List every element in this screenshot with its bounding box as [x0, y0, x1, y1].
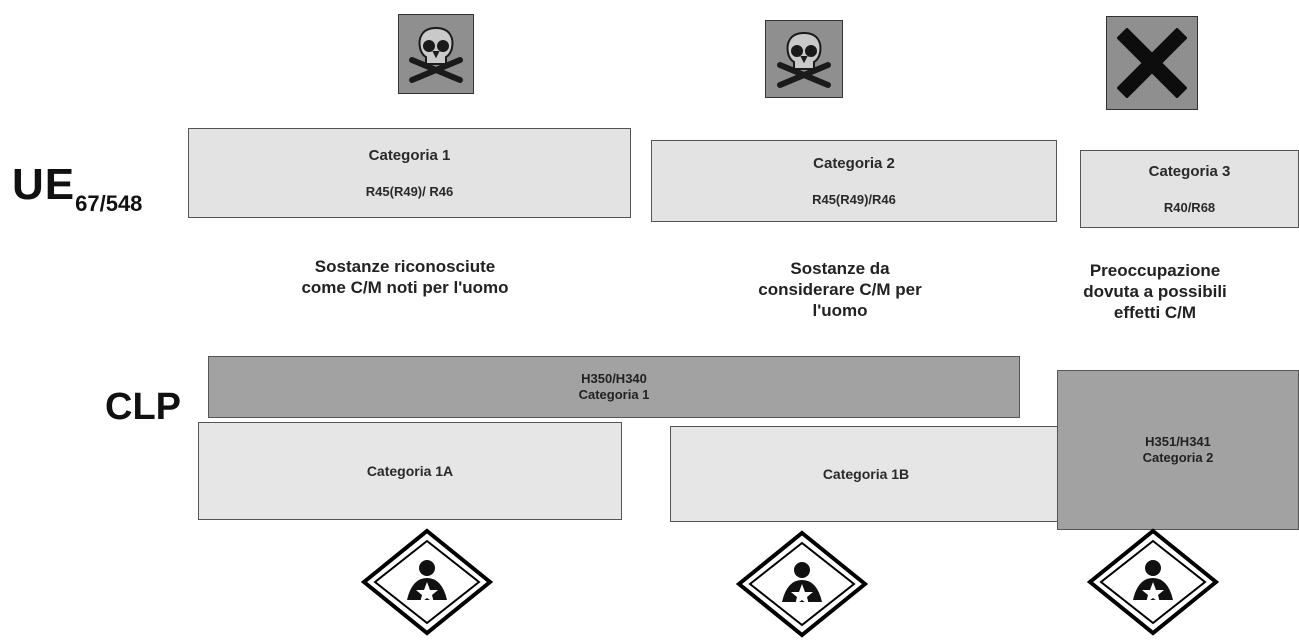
- clp-category-1-codes: H350/H340: [581, 371, 647, 386]
- ue-category-1-title: Categoria 1: [368, 147, 451, 164]
- health-hazard-icon: [735, 530, 869, 638]
- ue-category-2-title: Categoria 2: [813, 155, 895, 172]
- skull-crossbones-icon: [398, 14, 474, 94]
- ue-category-3-title: Categoria 3: [1148, 163, 1231, 180]
- ue-category-2-codes: R45(R49)/R46: [812, 192, 896, 207]
- x-cross-icon: [1106, 16, 1198, 110]
- ue-label-sub: 67/548: [75, 191, 143, 216]
- clp-category-1b-box: Categoria 1B: [670, 426, 1062, 522]
- clp-category-2-codes: H351/H341: [1145, 434, 1211, 449]
- clp-category-1b-label: Categoria 1B: [822, 466, 910, 482]
- health-hazard-icon: [360, 528, 494, 636]
- clp-category-1-bar: H350/H340 Categoria 1: [208, 356, 1020, 418]
- ue-category-3-box: Categoria 3 R40/R68: [1080, 150, 1299, 228]
- ue-row-label: UE67/548: [12, 160, 142, 216]
- skull-crossbones-icon: [765, 20, 843, 98]
- clp-category-1a-box: Categoria 1A: [198, 422, 622, 520]
- clp-category-2-box: H351/H341 Categoria 2: [1057, 370, 1299, 530]
- ue-category-2-box: Categoria 2 R45(R49)/R46: [651, 140, 1057, 222]
- clp-category-1-title: Categoria 1: [578, 387, 650, 402]
- ue-category-2-description: Sostanze da considerare C/M per l'uomo: [758, 259, 922, 320]
- ue-category-1-description: Sostanze riconosciute come C/M noti per …: [301, 257, 509, 297]
- ue-category-1-codes: R45(R49)/ R46: [365, 184, 454, 199]
- clp-row-label: CLP: [105, 386, 181, 428]
- ue-category-3-description: Preoccupazione dovuta a possibili effett…: [1083, 261, 1227, 322]
- ue-category-3-codes: R40/R68: [1163, 200, 1216, 215]
- ue-label-main: UE: [12, 160, 76, 209]
- health-hazard-icon: [1086, 528, 1220, 636]
- clp-category-2-title: Categoria 2: [1142, 450, 1214, 465]
- clp-category-1a-label: Categoria 1A: [366, 463, 454, 479]
- ue-category-1-box: Categoria 1 R45(R49)/ R46: [188, 128, 631, 218]
